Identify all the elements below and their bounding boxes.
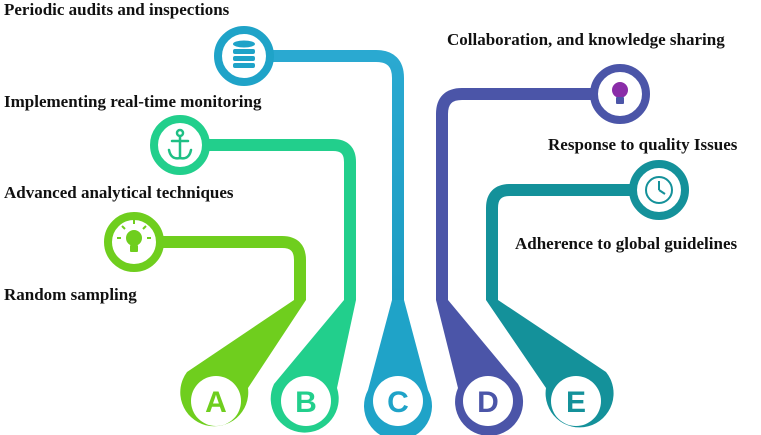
pod-b-inner (281, 376, 331, 426)
label-realtime-monitoring: Implementing real-time monitoring (4, 92, 262, 111)
label-advanced-analytics: Advanced analytical techniques (4, 183, 234, 202)
icon-circle-b (150, 115, 210, 175)
pod-letter-c: C (387, 386, 409, 419)
label-adherence-guidelines: Adherence to global guidelines (515, 234, 738, 253)
icon-circle-a (104, 212, 164, 272)
label-response-quality: Response to quality Issues (548, 135, 738, 154)
clock-icon (645, 176, 673, 204)
database-icon (233, 40, 255, 68)
connector-a (158, 236, 306, 300)
connector-d (436, 88, 600, 300)
icon-circle-c (214, 26, 274, 86)
lightbulb-icon (612, 82, 628, 104)
icon-circle-e (629, 160, 689, 220)
label-random-sampling: Random sampling (4, 285, 137, 304)
label-collaboration: Collaboration, and knowledge sharing (447, 30, 725, 49)
icon-circle-d (590, 64, 650, 124)
pod-letter-e: E (566, 386, 586, 419)
pod-letter-a: A (205, 386, 227, 419)
connector-e (486, 184, 640, 300)
pod-e-inner (551, 376, 601, 426)
label-periodic-audits: Periodic audits and inspections (4, 0, 230, 19)
pod-d-inner (463, 376, 513, 426)
pod-c-inner (373, 376, 423, 426)
pod-a-inner (191, 376, 241, 426)
connector-c (270, 50, 404, 300)
connector-b (205, 139, 356, 300)
pod-letter-b: B (295, 386, 317, 419)
pod-letter-d: D (477, 386, 499, 419)
lightbulb-icon (117, 220, 151, 252)
anchor-icon (167, 128, 193, 160)
